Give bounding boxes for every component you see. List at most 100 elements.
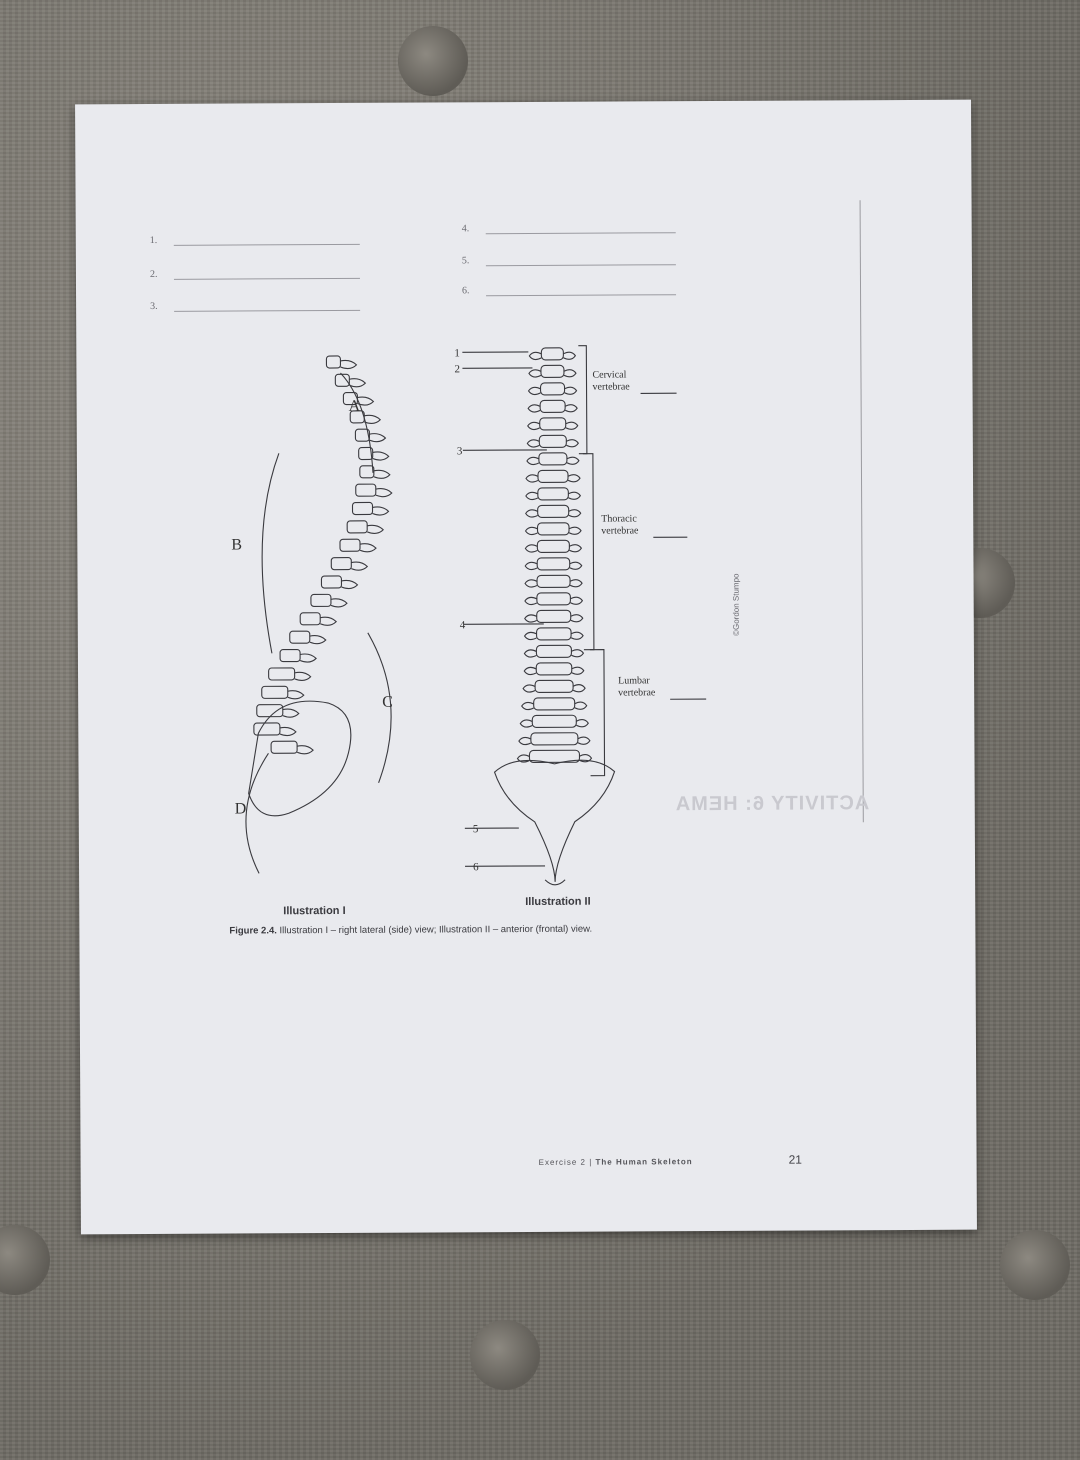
transverse-process [524, 561, 538, 571]
blank-line[interactable] [173, 276, 360, 280]
anterior-vertebra [538, 434, 567, 448]
transverse-process [528, 351, 542, 361]
transverse-process [568, 491, 582, 500]
region-label-d: D [235, 800, 247, 817]
anterior-vertebra [535, 662, 573, 676]
lateral-vertebra [358, 446, 374, 461]
blank-number: 6. [462, 285, 470, 297]
lateral-sacrum [248, 700, 352, 817]
transverse-process [519, 719, 533, 728]
coccyx [544, 879, 566, 886]
lateral-vertebra-process [279, 726, 297, 737]
anterior-vertebra [536, 522, 570, 536]
transverse-process [523, 649, 537, 658]
transverse-process [522, 684, 536, 693]
transverse-process [516, 754, 530, 763]
lateral-vertebra-process [320, 616, 337, 626]
blank-line[interactable] [485, 231, 676, 235]
answer-blank-6[interactable]: 6. [462, 277, 677, 297]
anterior-vertebra [536, 627, 572, 641]
answer-blank-1[interactable]: 1. [150, 227, 360, 246]
anterior-vertebra [540, 364, 565, 378]
lateral-vertebra-process [299, 653, 317, 663]
cervical-label-line1: Cervical [592, 369, 626, 380]
transverse-process [527, 421, 540, 431]
transverse-process [526, 439, 540, 448]
lateral-vertebra [330, 557, 352, 571]
illustration-1-labels: A B C D [231, 398, 393, 818]
leader-label-1: 1 [454, 347, 460, 359]
leader-label-6: 6 [473, 861, 479, 873]
answer-blank-4[interactable]: 4. [462, 215, 676, 234]
lateral-vertebra [279, 648, 301, 663]
lateral-vertebra-process [287, 690, 305, 700]
answer-blank-5[interactable]: 5. [462, 247, 676, 266]
transverse-process [526, 456, 540, 466]
answer-blank-2[interactable]: 2. [150, 261, 360, 280]
blank-line[interactable] [485, 263, 676, 267]
transverse-process [572, 684, 586, 693]
blank-line[interactable] [173, 242, 360, 246]
lateral-vertebra [270, 740, 298, 754]
lateral-vertebra-process [373, 469, 391, 479]
figure-caption: Figure 2.4. Illustration I – right later… [229, 924, 592, 937]
caption-label: Figure 2.4. [229, 925, 277, 937]
transverse-process [566, 456, 580, 465]
blank-number: 1. [149, 234, 158, 246]
anterior-vertebra [536, 574, 571, 588]
blank-number: 4. [461, 223, 470, 235]
cushion-tuft [0, 1225, 50, 1295]
lateral-vertebra-process [369, 433, 387, 443]
lateral-vertebra [351, 501, 374, 516]
lateral-vertebra [355, 483, 377, 497]
transverse-process [570, 631, 584, 640]
lateral-vertebra-process [372, 451, 390, 461]
transverse-process [524, 544, 538, 553]
footer-exercise: Exercise 2 [538, 1157, 586, 1167]
lateral-vertebra [268, 667, 296, 681]
transverse-process [569, 561, 583, 570]
lumbar-bracket [589, 649, 606, 777]
bracket-c [367, 632, 392, 783]
lateral-vertebra [253, 722, 281, 736]
transverse-process [568, 509, 582, 518]
anterior-vertebra [530, 732, 579, 746]
transverse-process [568, 526, 582, 535]
transverse-process [527, 404, 541, 413]
blank-line[interactable] [486, 293, 677, 297]
cervical-bracket [578, 345, 588, 455]
photo-credit: ©Gordon Stumpo [731, 573, 741, 636]
lateral-vertebra-process [330, 598, 348, 608]
anterior-vertebra [537, 487, 569, 501]
leader-label-5: 5 [473, 823, 479, 835]
transverse-process [524, 579, 538, 588]
lateral-vertebra-process [349, 378, 367, 388]
transverse-process [564, 404, 578, 413]
blank-line[interactable] [174, 308, 361, 312]
anterior-vertebra [539, 399, 566, 413]
transverse-process [525, 509, 538, 518]
transverse-process [518, 736, 532, 746]
lateral-vertebra [310, 593, 332, 607]
margin-rule [859, 200, 864, 823]
anterior-vertebra [539, 417, 567, 431]
lateral-vertebra [354, 428, 370, 442]
lateral-vertebra-process [351, 561, 369, 571]
transverse-process [567, 474, 581, 483]
anterior-vertebra [536, 557, 571, 571]
transverse-process [570, 596, 584, 605]
thoracic-label-line1: Thoracic [601, 513, 637, 524]
worksheet-page: 1. 2. 3. 4. 5. 6. ©Gordon Stumpo ACTIVIT… [75, 99, 977, 1235]
transverse-process [576, 719, 589, 728]
lateral-vertebra-process [372, 506, 390, 516]
cushion-tuft [398, 26, 468, 96]
transverse-process [565, 421, 579, 430]
lateral-vertebra-process [296, 745, 314, 755]
transverse-process [563, 369, 577, 378]
leader-label-4: 4 [460, 619, 466, 631]
region-label-a: A [349, 398, 361, 415]
lateral-vertebra [334, 373, 350, 387]
answer-blank-3[interactable]: 3. [150, 293, 361, 312]
leader-label-2: 2 [454, 363, 460, 375]
thoracic-label-line2: vertebrae [601, 525, 639, 536]
